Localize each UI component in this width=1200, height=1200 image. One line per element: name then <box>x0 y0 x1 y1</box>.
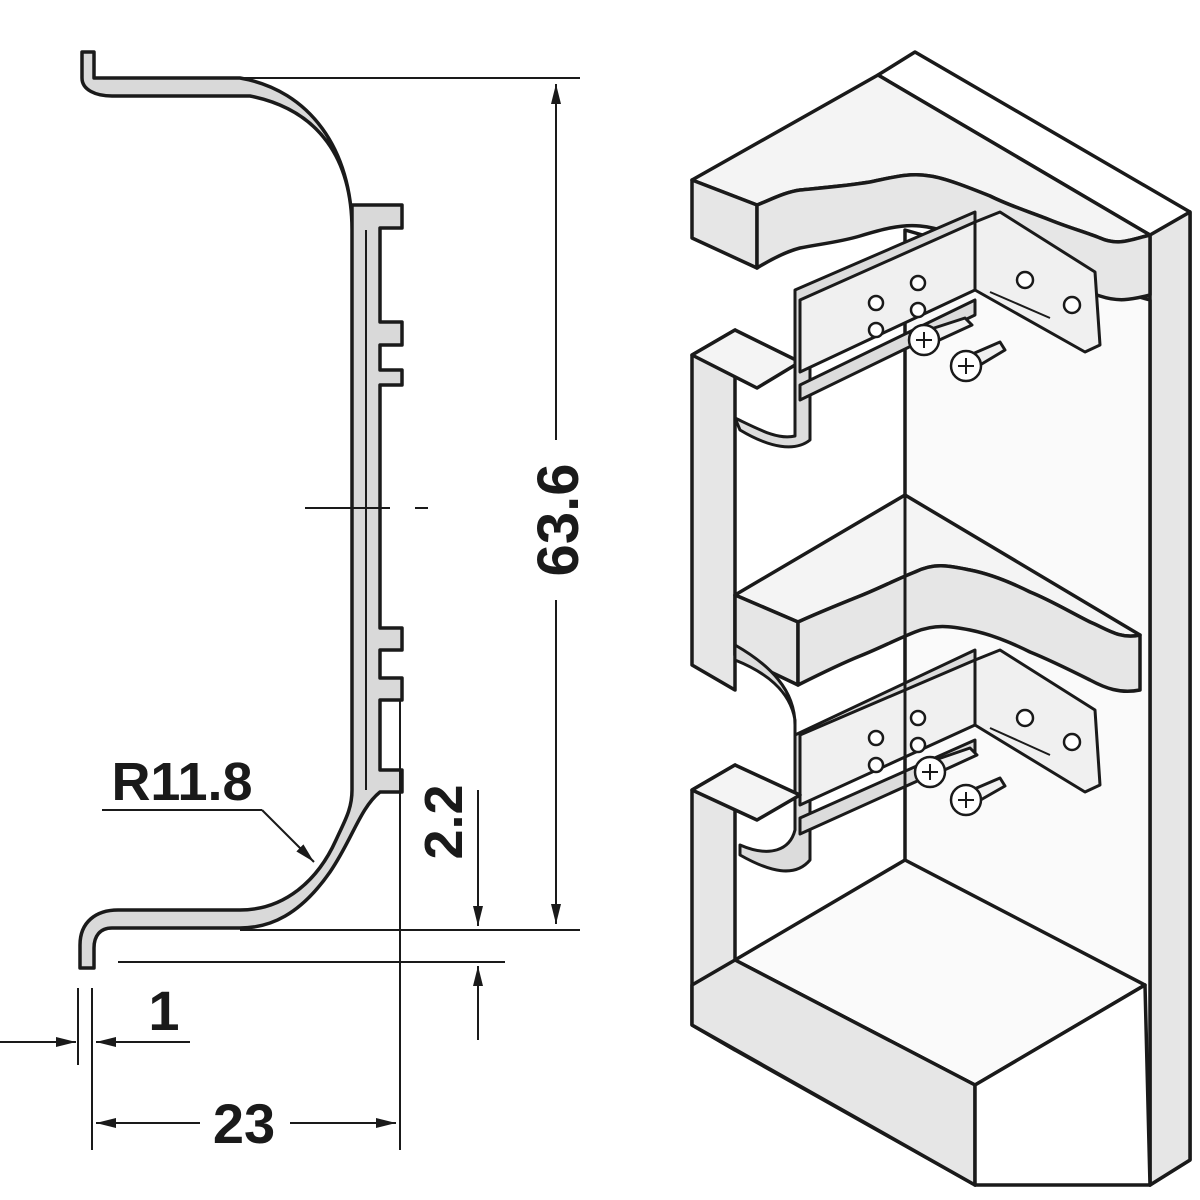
upper-bracket-hole-1 <box>1015 270 1035 290</box>
cabinet-bottom-edge <box>690 958 977 1187</box>
lower-bracket-hole-1 <box>1015 708 1035 728</box>
lower-plate-hole-4 <box>909 736 927 754</box>
lower-plate-hole-1 <box>867 729 885 747</box>
lower-angle-bracket <box>973 648 1102 794</box>
lower-screw-1 <box>913 746 979 789</box>
height-label: 63.6 <box>526 464 591 577</box>
cabinet-side-edge <box>1148 210 1192 1187</box>
lower-plate-hole-3 <box>867 756 885 774</box>
radius-label: R11.8 <box>111 752 252 812</box>
upper-plate-hole-1 <box>867 294 885 312</box>
lower-screw-guide <box>989 727 1051 756</box>
middle-shelf-broken-edge <box>796 564 1142 693</box>
upper-screw-guide <box>989 291 1051 319</box>
upper-plate-hole-2 <box>909 274 927 292</box>
cabinet-isometric <box>690 50 1192 1187</box>
handle-profile <box>78 50 404 970</box>
thickness-label: 1 <box>148 979 179 1042</box>
upper-angle-bracket <box>973 210 1102 354</box>
radius-leader <box>261 809 315 863</box>
lower-plate-hole-2 <box>909 709 927 727</box>
lower-bracket-hole-2 <box>1062 732 1082 752</box>
upper-screw-1 <box>907 316 974 357</box>
depth-label: 23 <box>213 1092 275 1155</box>
upper-plate-hole-4 <box>909 301 927 319</box>
lower-stile-top <box>690 763 802 822</box>
upper-bracket-hole-2 <box>1062 295 1082 315</box>
upper-screw-2 <box>949 340 1007 383</box>
cabinet-bottom-side <box>973 983 1152 1187</box>
profile-section: 63.6 2.2 R11.8 1 23 <box>0 50 591 1155</box>
upper-plate-hole-3 <box>867 321 885 339</box>
offset-label: 2.2 <box>414 784 474 859</box>
upper-front-stile <box>690 328 737 692</box>
lower-screw-2 <box>949 776 1007 817</box>
